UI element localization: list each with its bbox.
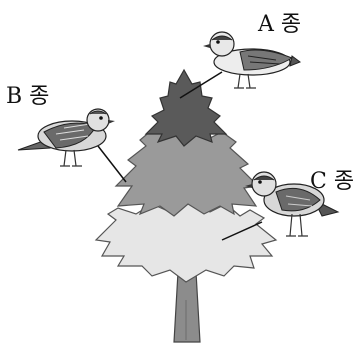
bird-a-icon [203,31,302,89]
tree-top-zone [144,68,228,147]
species-a-label: A 종 [258,12,302,37]
bird-b-icon [17,108,115,167]
tree-trunk [173,271,201,343]
pointer-line-b [97,145,127,183]
pointer-line-c [221,221,263,241]
species-b-label: B 종 [6,84,50,109]
tree-bottom-zone [94,199,278,283]
bird-c-icon [245,171,340,237]
conifer-tree-icon [94,68,278,343]
pointer-line-a [179,71,223,99]
species-c-label: C 종 [310,169,355,194]
